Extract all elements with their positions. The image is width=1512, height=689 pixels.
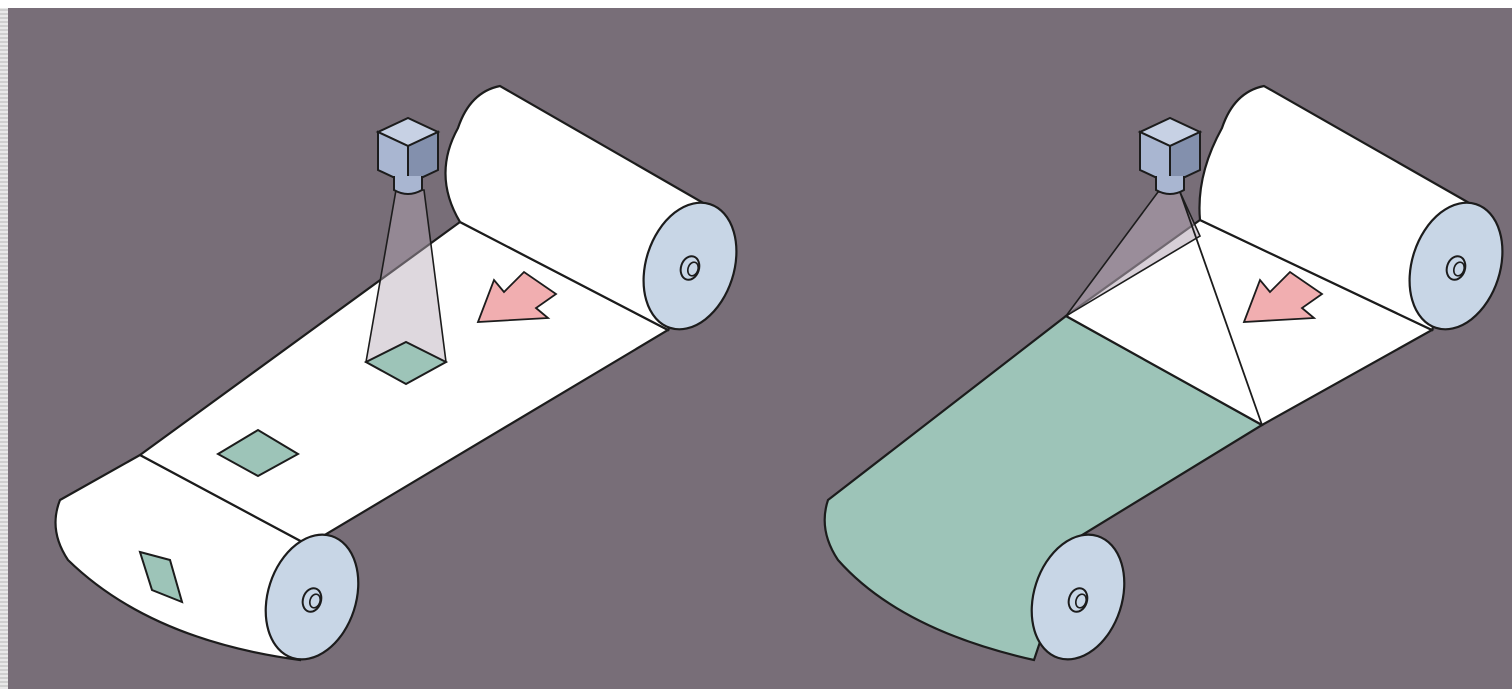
web-front-curl-inspected [823,314,1265,662]
scan-line-edge [1179,191,1263,426]
inspected-patch [138,550,184,604]
upper-roller-body [1198,84,1480,332]
camera-icon [377,117,439,195]
direction-arrow-icon [1242,270,1324,323]
inspection-window [363,340,449,386]
area-scan-panel [54,84,738,662]
web-front-curl [54,453,310,662]
camera-field-of-view [365,189,447,363]
left-border-strip [0,8,8,689]
inspected-patch [215,428,301,478]
line-scan-panel [823,84,1504,662]
direction-arrow-icon [476,270,558,323]
camera-icon [1139,117,1201,195]
